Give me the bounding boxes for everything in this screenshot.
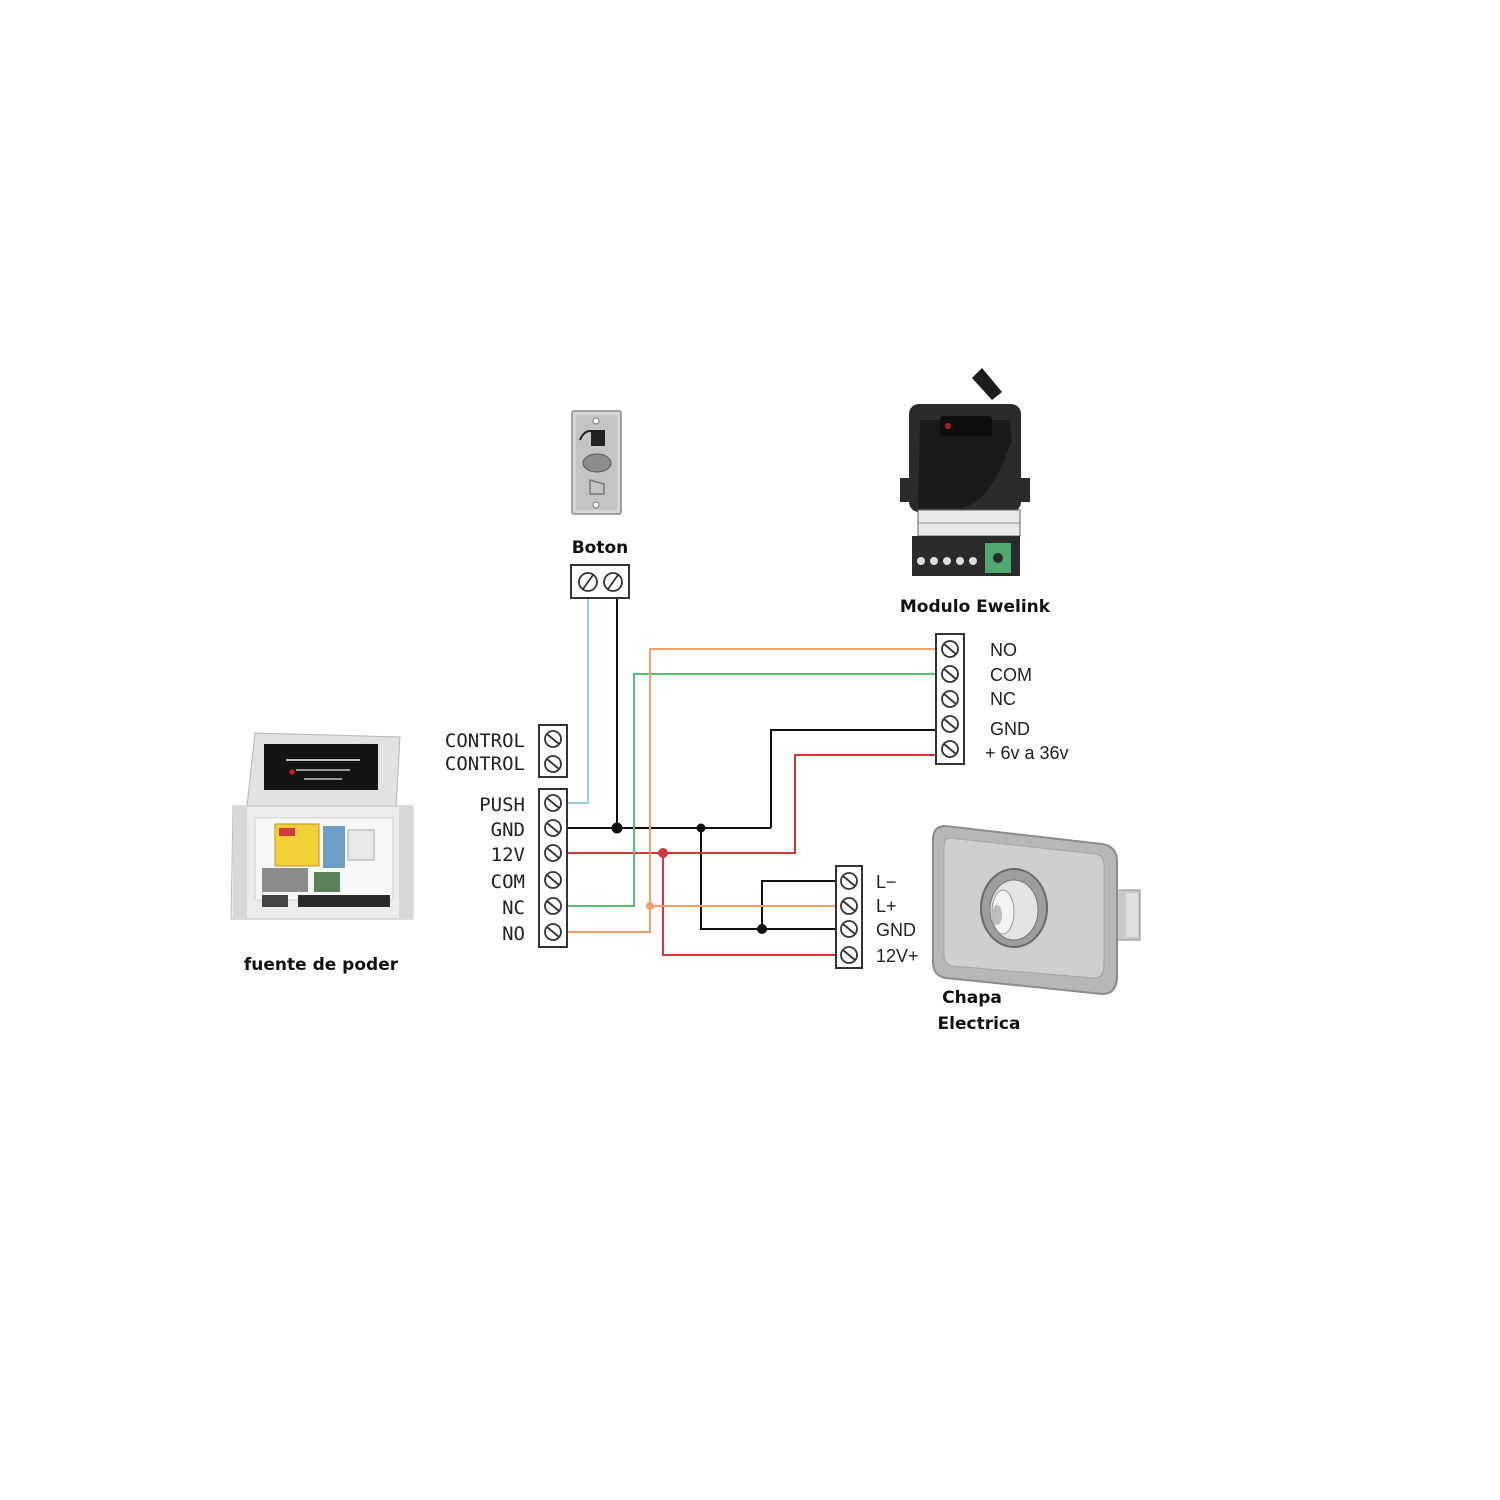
wire-gnd-to-lock <box>700 828 836 930</box>
junction-12v <box>658 848 668 858</box>
lock-terminal-label: 12V+ <box>876 946 919 966</box>
junction-no <box>646 902 654 910</box>
module-terminal-label: NO <box>990 640 1017 660</box>
module-terminal-label: + 6v a 36v <box>985 743 1069 763</box>
electric-lock-component: L− L+ GND 12V+ Chapa Electrica <box>835 824 1141 1034</box>
wire-push-to-button <box>566 598 589 804</box>
lock-terminal-label: GND <box>876 920 916 940</box>
push-button-title: Boton <box>572 538 629 558</box>
power-supply-terminal-label: NO <box>502 923 525 945</box>
push-button-terminal <box>570 564 630 599</box>
power-supply-component: fuente de poder CONTROL CONTROL PUSH GND… <box>230 724 568 975</box>
power-supply-terminal-label: CONTROL <box>445 753 525 775</box>
module-terminal-label: COM <box>990 665 1032 685</box>
push-button-image <box>571 410 622 515</box>
wire-12v-to-lock <box>662 853 836 956</box>
power-supply-terminal-label: 12V <box>491 844 525 866</box>
module-terminal-label: GND <box>990 719 1030 739</box>
power-supply-title: fuente de poder <box>244 955 399 975</box>
power-supply-main-terminal-block <box>538 788 568 948</box>
electric-lock-terminal-block <box>835 865 863 969</box>
wire-12v-to-module <box>566 754 936 854</box>
wire-gnd-to-module <box>770 729 936 828</box>
power-supply-terminal-label: CONTROL <box>445 730 525 752</box>
power-supply-image <box>230 732 414 920</box>
lock-terminal-label: L+ <box>876 896 897 916</box>
electric-lock-title-line2: Electrica <box>938 1014 1021 1034</box>
power-supply-terminal-label: COM <box>491 871 525 893</box>
ewelink-module-title: Modulo Ewelink <box>900 597 1051 617</box>
wire-nc-to-module-com <box>566 673 936 907</box>
power-supply-terminal-label: GND <box>491 819 525 841</box>
power-supply-terminal-label: PUSH <box>479 794 525 816</box>
ewelink-module-component: Modulo Ewelink NO COM NC GND + 6v a 36v <box>900 368 1069 765</box>
wire-gnd-to-button <box>566 598 771 829</box>
wire-no-to-module-no <box>566 648 936 933</box>
lock-terminal-label: L− <box>876 872 897 892</box>
junction-gnd-lock-l <box>757 924 767 934</box>
junction-gnd-button <box>611 822 623 834</box>
ewelink-module-image <box>900 368 1030 576</box>
electric-lock-title: Chapa <box>942 988 1002 1008</box>
electric-lock-image <box>932 824 1141 996</box>
ewelink-module-terminal-block <box>935 633 965 765</box>
junction-gnd-lock <box>696 823 706 833</box>
module-terminal-label: NC <box>990 689 1016 709</box>
power-supply-control-terminal-block <box>538 724 568 778</box>
wires <box>566 598 936 956</box>
push-button-component: Boton <box>570 410 630 599</box>
power-supply-terminal-label: NC <box>502 897 525 919</box>
